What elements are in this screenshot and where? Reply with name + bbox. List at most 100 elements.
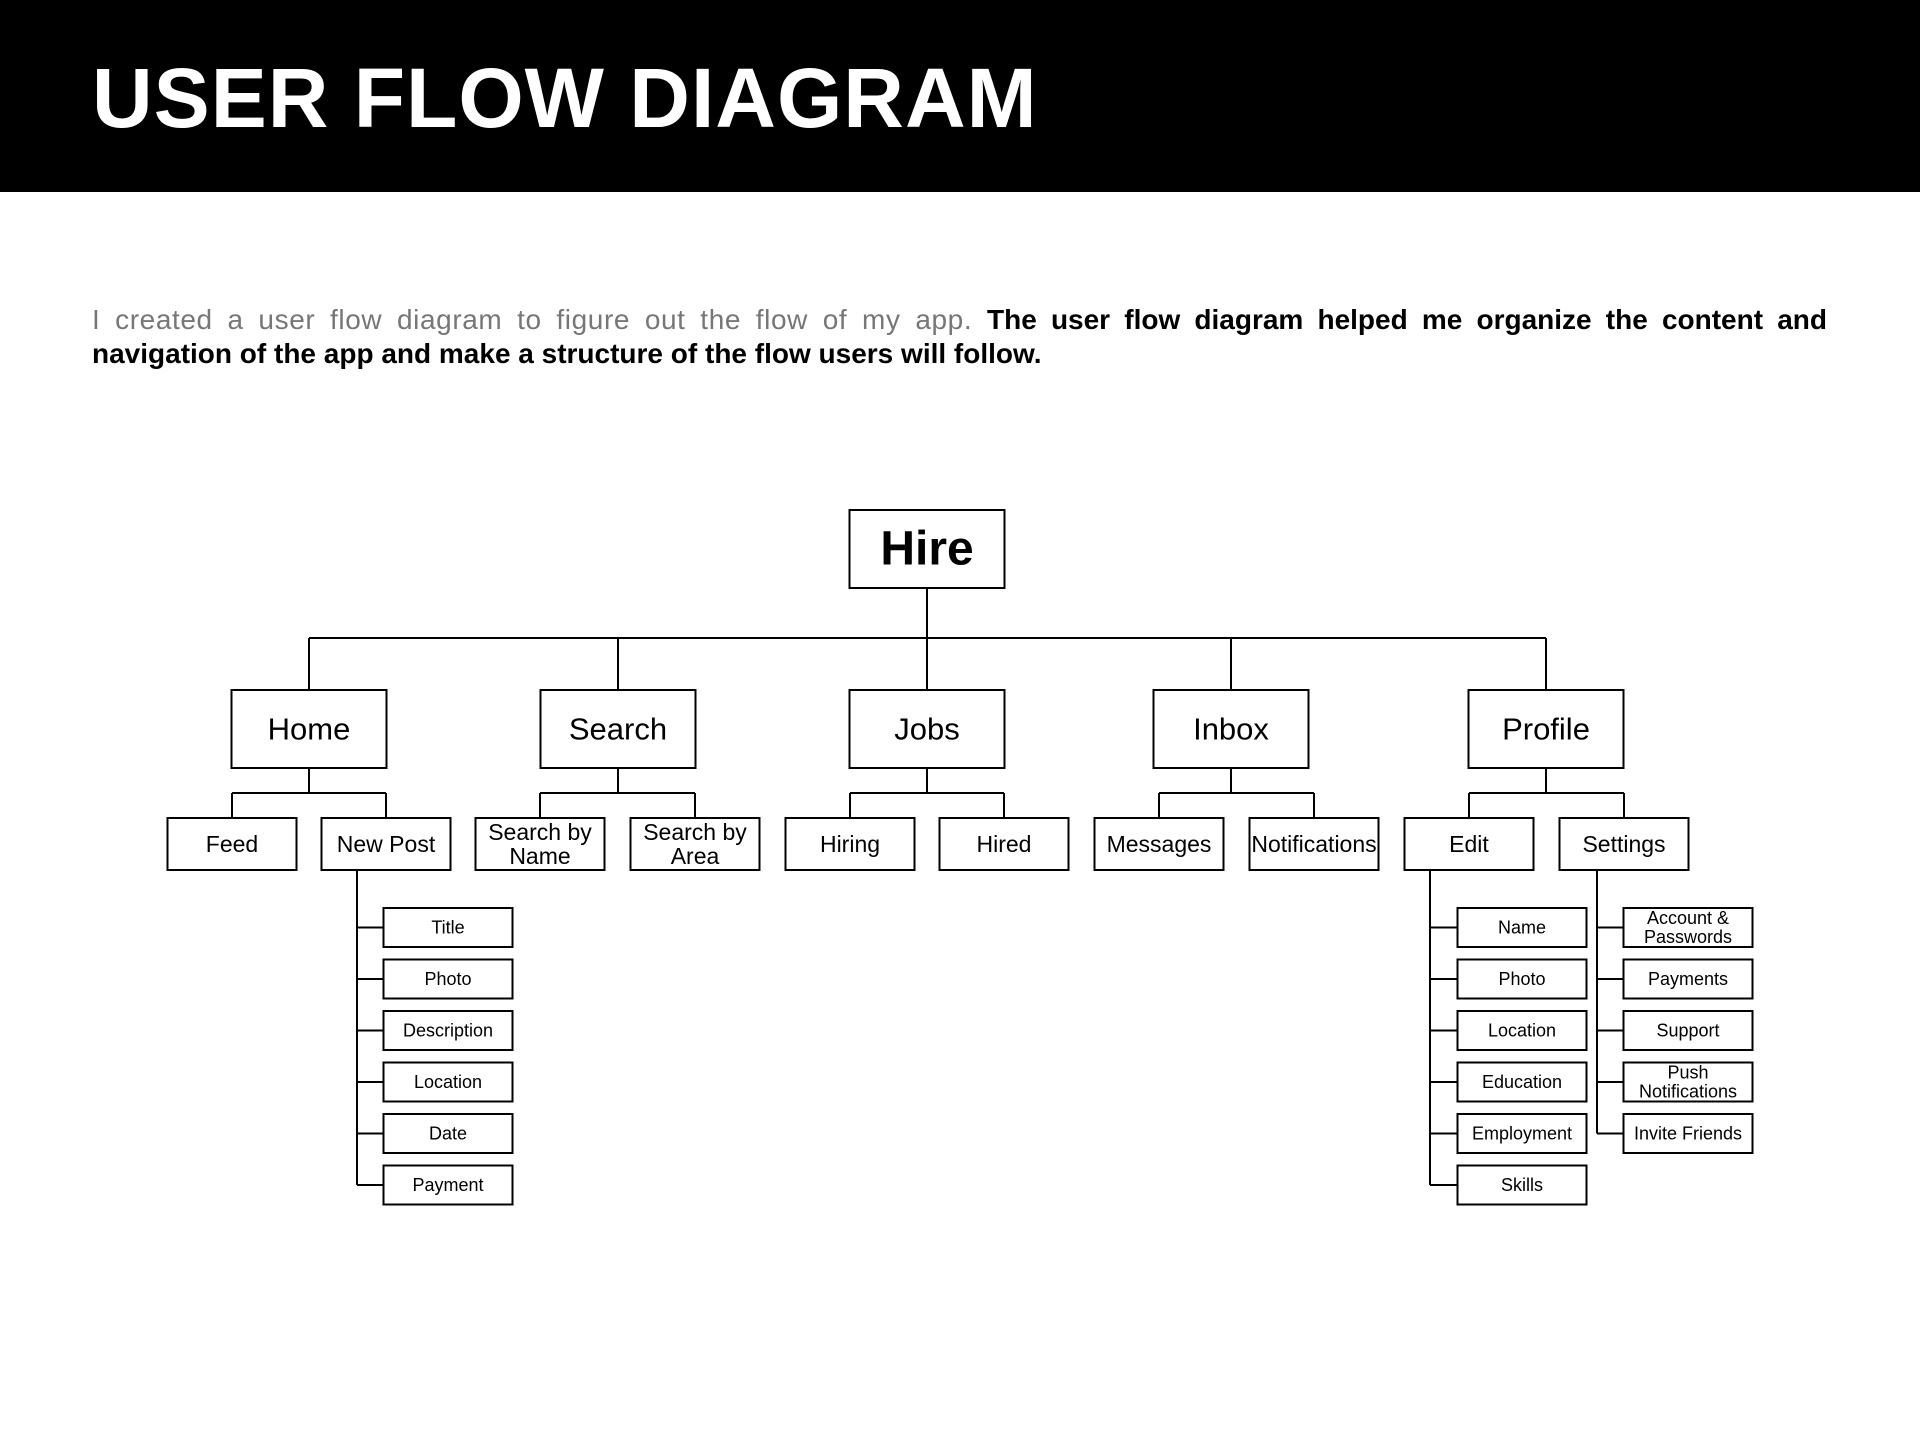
node-search-search-by-name-label: Search by: [488, 819, 592, 845]
node-inbox-label: Inbox: [1193, 712, 1269, 747]
new-post-item-date-box: [382, 1113, 514, 1154]
settings-item-support: Support: [1622, 1010, 1754, 1051]
edit-item-location: Location: [1456, 1010, 1588, 1051]
edit-item-photo: Photo: [1456, 958, 1588, 1000]
edit-item-location-box: [1456, 1010, 1588, 1051]
node-search-search-by-name-box: [474, 817, 606, 871]
edit-item-name-label: Name: [1498, 918, 1546, 938]
node-profile-settings: Settings: [1558, 817, 1690, 871]
node-search-box: [539, 689, 697, 769]
node-inbox-messages: Messages: [1093, 817, 1225, 871]
header-banner: USER FLOW DIAGRAM: [0, 0, 1920, 192]
edit-item-education: Education: [1456, 1061, 1588, 1103]
node-home-feed-box: [166, 817, 298, 871]
node-profile-settings-box: [1558, 817, 1690, 871]
settings-item-account-passwords-label: Account &: [1647, 908, 1729, 928]
edit-item-photo-box: [1456, 958, 1588, 1000]
node-jobs-label: Jobs: [894, 712, 959, 747]
new-post-item-date: Date: [382, 1113, 514, 1154]
settings-item-invite-friends-label: Invite Friends: [1634, 1124, 1742, 1144]
edit-item-skills-box: [1456, 1164, 1588, 1206]
node-search-search-by-area-label: Area: [671, 843, 720, 869]
edit-item-name-box: [1456, 907, 1588, 948]
node-root-hire: Hire: [848, 509, 1006, 589]
new-post-item-location-box: [382, 1061, 514, 1103]
node-jobs-box: [848, 689, 1006, 769]
settings-item-push-notifications-box: [1622, 1061, 1754, 1103]
node-profile-edit-label: Edit: [1449, 831, 1489, 857]
node-jobs-hired-label: Hired: [977, 831, 1032, 857]
node-home-new-post: New Post: [320, 817, 452, 871]
edit-item-skills-label: Skills: [1501, 1175, 1543, 1195]
edit-item-name: Name: [1456, 907, 1588, 948]
node-search-search-by-area-label: Search by: [643, 819, 747, 845]
node-jobs-hired-box: [938, 817, 1070, 871]
settings-item-account-passwords: Account &Passwords: [1622, 907, 1754, 948]
new-post-item-payment-box: [382, 1164, 514, 1206]
settings-item-invite-friends-box: [1622, 1113, 1754, 1154]
edit-item-photo-label: Photo: [1498, 969, 1545, 989]
settings-item-payments: Payments: [1622, 958, 1754, 1000]
node-jobs-hiring-box: [784, 817, 916, 871]
node-search-search-by-area-box: [629, 817, 761, 871]
node-inbox: Inbox: [1152, 689, 1310, 769]
edit-item-employment-box: [1456, 1113, 1588, 1154]
new-post-item-photo-box: [382, 958, 514, 1000]
node-profile-box: [1467, 689, 1625, 769]
node-home-feed-label: Feed: [206, 831, 258, 857]
node-inbox-notifications-box: [1248, 817, 1380, 871]
new-post-item-date-label: Date: [429, 1124, 467, 1144]
node-profile-edit: Edit: [1403, 817, 1535, 871]
node-search-search-by-name-label: Name: [509, 843, 570, 869]
edit-item-education-label: Education: [1482, 1072, 1562, 1092]
settings-item-account-passwords-box: [1622, 907, 1754, 948]
edit-item-skills: Skills: [1456, 1164, 1588, 1206]
node-home-new-post-label: New Post: [337, 831, 436, 857]
page-title: USER FLOW DIAGRAM: [92, 51, 1038, 145]
node-root-hire-label: Hire: [880, 523, 973, 576]
node-root-hire-box: [848, 509, 1006, 589]
node-home-new-post-box: [320, 817, 452, 871]
settings-item-support-label: Support: [1656, 1021, 1719, 1041]
node-inbox-box: [1152, 689, 1310, 769]
node-profile-label: Profile: [1502, 712, 1590, 747]
intro-light-text: I created a user flow diagram to figure …: [92, 304, 987, 335]
new-post-item-title-label: Title: [431, 918, 464, 938]
edit-item-location-label: Location: [1488, 1021, 1556, 1041]
settings-item-push-notifications-label: Push: [1667, 1063, 1708, 1083]
new-post-item-description: Description: [382, 1010, 514, 1051]
new-post-item-payment: Payment: [382, 1164, 514, 1206]
new-post-item-title-box: [382, 907, 514, 948]
node-inbox-messages-label: Messages: [1107, 831, 1212, 857]
new-post-item-payment-label: Payment: [412, 1175, 483, 1195]
node-inbox-notifications: Notifications: [1248, 817, 1380, 871]
new-post-item-description-box: [382, 1010, 514, 1051]
node-jobs-hiring: Hiring: [784, 817, 916, 871]
node-jobs-hired: Hired: [938, 817, 1070, 871]
intro-paragraph: I created a user flow diagram to figure …: [92, 303, 1827, 371]
settings-item-payments-label: Payments: [1648, 969, 1728, 989]
new-post-item-title: Title: [382, 907, 514, 948]
node-inbox-messages-box: [1093, 817, 1225, 871]
node-profile-settings-label: Settings: [1582, 831, 1665, 857]
new-post-item-description-label: Description: [403, 1021, 493, 1041]
new-post-item-photo: Photo: [382, 958, 514, 1000]
new-post-item-location: Location: [382, 1061, 514, 1103]
node-profile: Profile: [1467, 689, 1625, 769]
node-profile-edit-box: [1403, 817, 1535, 871]
edit-item-employment: Employment: [1456, 1113, 1588, 1154]
settings-item-support-box: [1622, 1010, 1754, 1051]
intro-bold-text: The user flow diagram helped me organize…: [92, 304, 1827, 369]
node-search: Search: [539, 689, 697, 769]
settings-item-payments-box: [1622, 958, 1754, 1000]
node-jobs-hiring-label: Hiring: [820, 831, 880, 857]
node-search-label: Search: [569, 712, 667, 747]
node-jobs: Jobs: [848, 689, 1006, 769]
node-home-label: Home: [268, 712, 351, 747]
node-home: Home: [230, 689, 388, 769]
node-home-feed: Feed: [166, 817, 298, 871]
settings-item-push-notifications-label: Notifications: [1639, 1081, 1737, 1101]
edit-item-employment-label: Employment: [1472, 1124, 1572, 1144]
